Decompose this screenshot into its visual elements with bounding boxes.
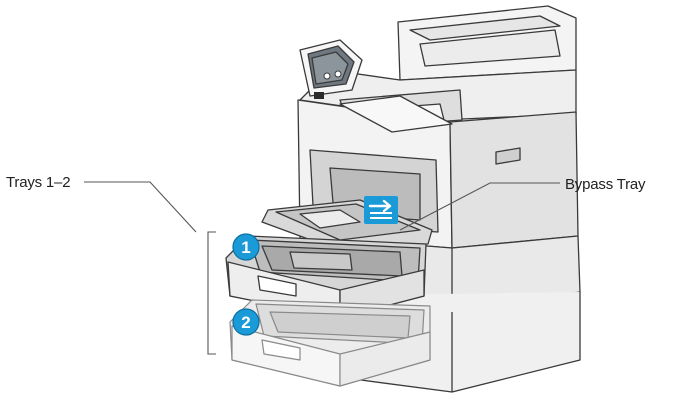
tray-2-badge: 2	[233, 309, 259, 335]
paper-feed-arrow-icon	[364, 196, 398, 224]
trays-leader-line	[84, 182, 196, 232]
trays-bracket	[208, 232, 216, 354]
trays-label: Trays 1–2	[6, 174, 70, 191]
bypass-tray-label: Bypass Tray	[565, 176, 645, 193]
tray-1-badge: 1	[233, 234, 259, 260]
tray-2-number: 2	[241, 313, 250, 332]
tray-1-number: 1	[241, 238, 250, 257]
